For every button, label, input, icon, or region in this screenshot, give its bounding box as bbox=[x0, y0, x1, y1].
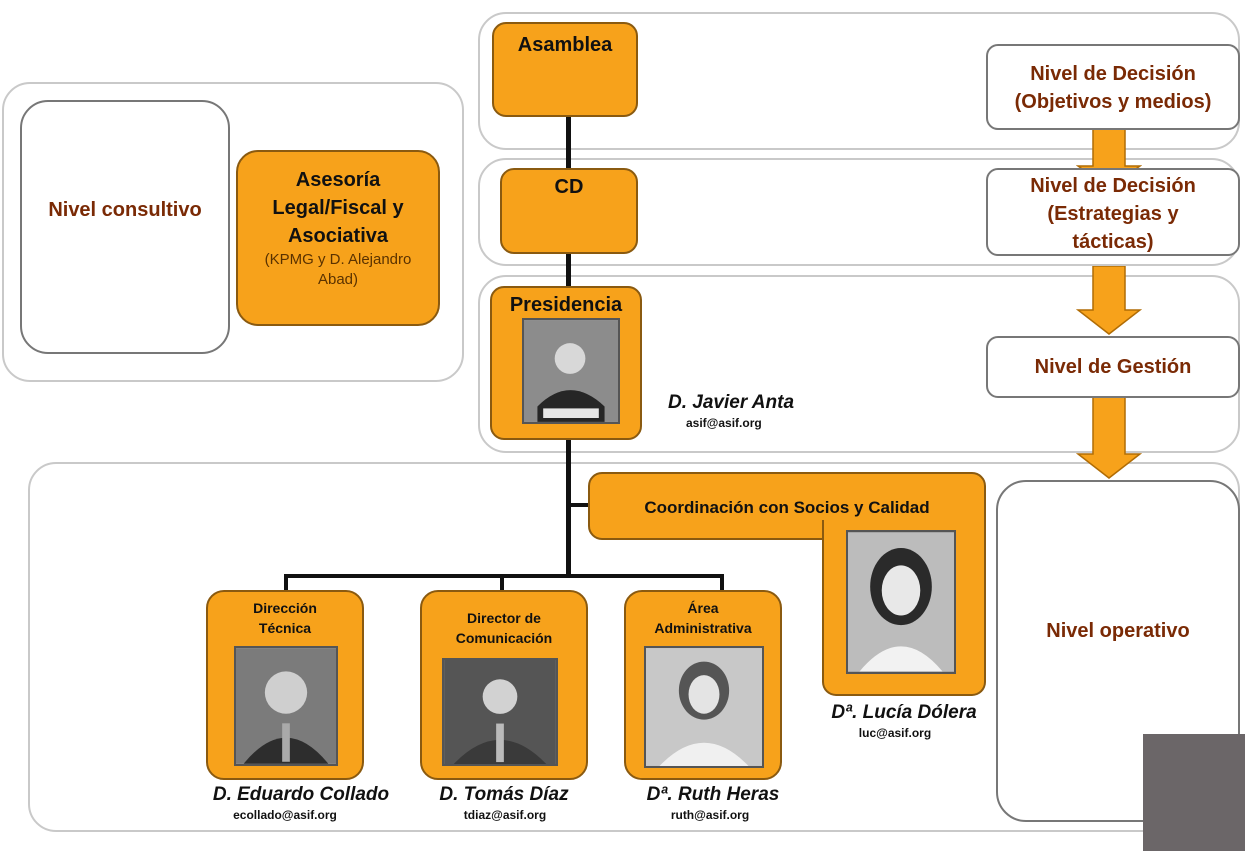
connector-coordination bbox=[566, 503, 590, 507]
administrative-photo bbox=[644, 646, 764, 768]
coordination-label: Coordinación con Socios y Calidad bbox=[644, 498, 930, 517]
coordination-photo bbox=[846, 530, 956, 674]
assembly-label: Asamblea bbox=[517, 34, 613, 56]
level-management-label: Nivel de Gestión bbox=[1034, 356, 1192, 378]
technical-person-name: D. Eduardo Collado bbox=[212, 784, 390, 805]
connector-board-presidency bbox=[566, 254, 571, 300]
communication-person-email: tdiaz@asif.org bbox=[463, 808, 547, 822]
president-name: D. Javier Anta bbox=[668, 392, 795, 413]
coordination-person-email: luc@asif.org bbox=[858, 726, 932, 740]
connector-administrative bbox=[720, 574, 724, 594]
administrative-label: Área Administrativa bbox=[654, 600, 752, 636]
advisory-box: Asesoría Legal/Fiscal y Asociativa (KPMG… bbox=[236, 150, 440, 326]
assembly-box: Asamblea bbox=[492, 22, 638, 117]
president-email: asif@asif.org bbox=[686, 416, 762, 430]
connector-assembly-board bbox=[566, 117, 571, 169]
level-management: Nivel de Gestión bbox=[986, 336, 1240, 398]
level-decision-objectives: Nivel de Decisión (Objetivos y medios) bbox=[986, 44, 1240, 130]
board-box: CD bbox=[500, 168, 638, 254]
communication-person-name: D. Tomás Díaz bbox=[439, 784, 569, 805]
connector-technical bbox=[284, 574, 288, 594]
arrow-down-icon bbox=[1076, 266, 1142, 335]
communication-label: Director de Comunicación bbox=[455, 610, 553, 646]
arrow-down-icon bbox=[1076, 394, 1142, 479]
communication-photo bbox=[442, 658, 558, 766]
level-consultative: Nivel consultivo bbox=[20, 100, 230, 354]
technical-label: Dirección Técnica bbox=[253, 600, 317, 636]
board-label: CD bbox=[554, 176, 584, 198]
advisory-detail: (KPMG y D. Alejandro Abad) bbox=[264, 251, 412, 288]
coordination-person-name: Dª. Lucía Dólera bbox=[831, 702, 977, 723]
presidency-photo bbox=[522, 318, 620, 424]
connector-horizontal bbox=[284, 574, 724, 578]
level-decision-objectives-label: Nivel de Decisión (Objetivos y medios) bbox=[1014, 63, 1212, 113]
advisory-title: Asesoría Legal/Fiscal y Asociativa bbox=[272, 169, 404, 247]
level-decision-strategies-label: Nivel de Decisión (Estrategias y táctica… bbox=[1030, 175, 1196, 253]
technical-box: Dirección Técnica bbox=[206, 590, 364, 780]
technical-photo bbox=[234, 646, 338, 766]
connector-presidency-down bbox=[566, 440, 571, 578]
administrative-person-email: ruth@asif.org bbox=[670, 808, 750, 822]
level-consultative-label: Nivel consultivo bbox=[48, 199, 202, 221]
level-operational-label: Nivel operativo bbox=[1046, 620, 1190, 642]
technical-person-email: ecollado@asif.org bbox=[233, 808, 337, 822]
presidency-box: Presidencia bbox=[490, 286, 642, 440]
gray-corner-block bbox=[1143, 734, 1245, 851]
administrative-box: Área Administrativa bbox=[624, 590, 782, 780]
level-decision-strategies: Nivel de Decisión (Estrategias y táctica… bbox=[986, 168, 1240, 256]
communication-box: Director de Comunicación bbox=[420, 590, 588, 780]
connector-communication bbox=[500, 574, 504, 594]
administrative-person-name: Dª. Ruth Heras bbox=[646, 784, 780, 805]
presidency-label: Presidencia bbox=[509, 294, 623, 316]
